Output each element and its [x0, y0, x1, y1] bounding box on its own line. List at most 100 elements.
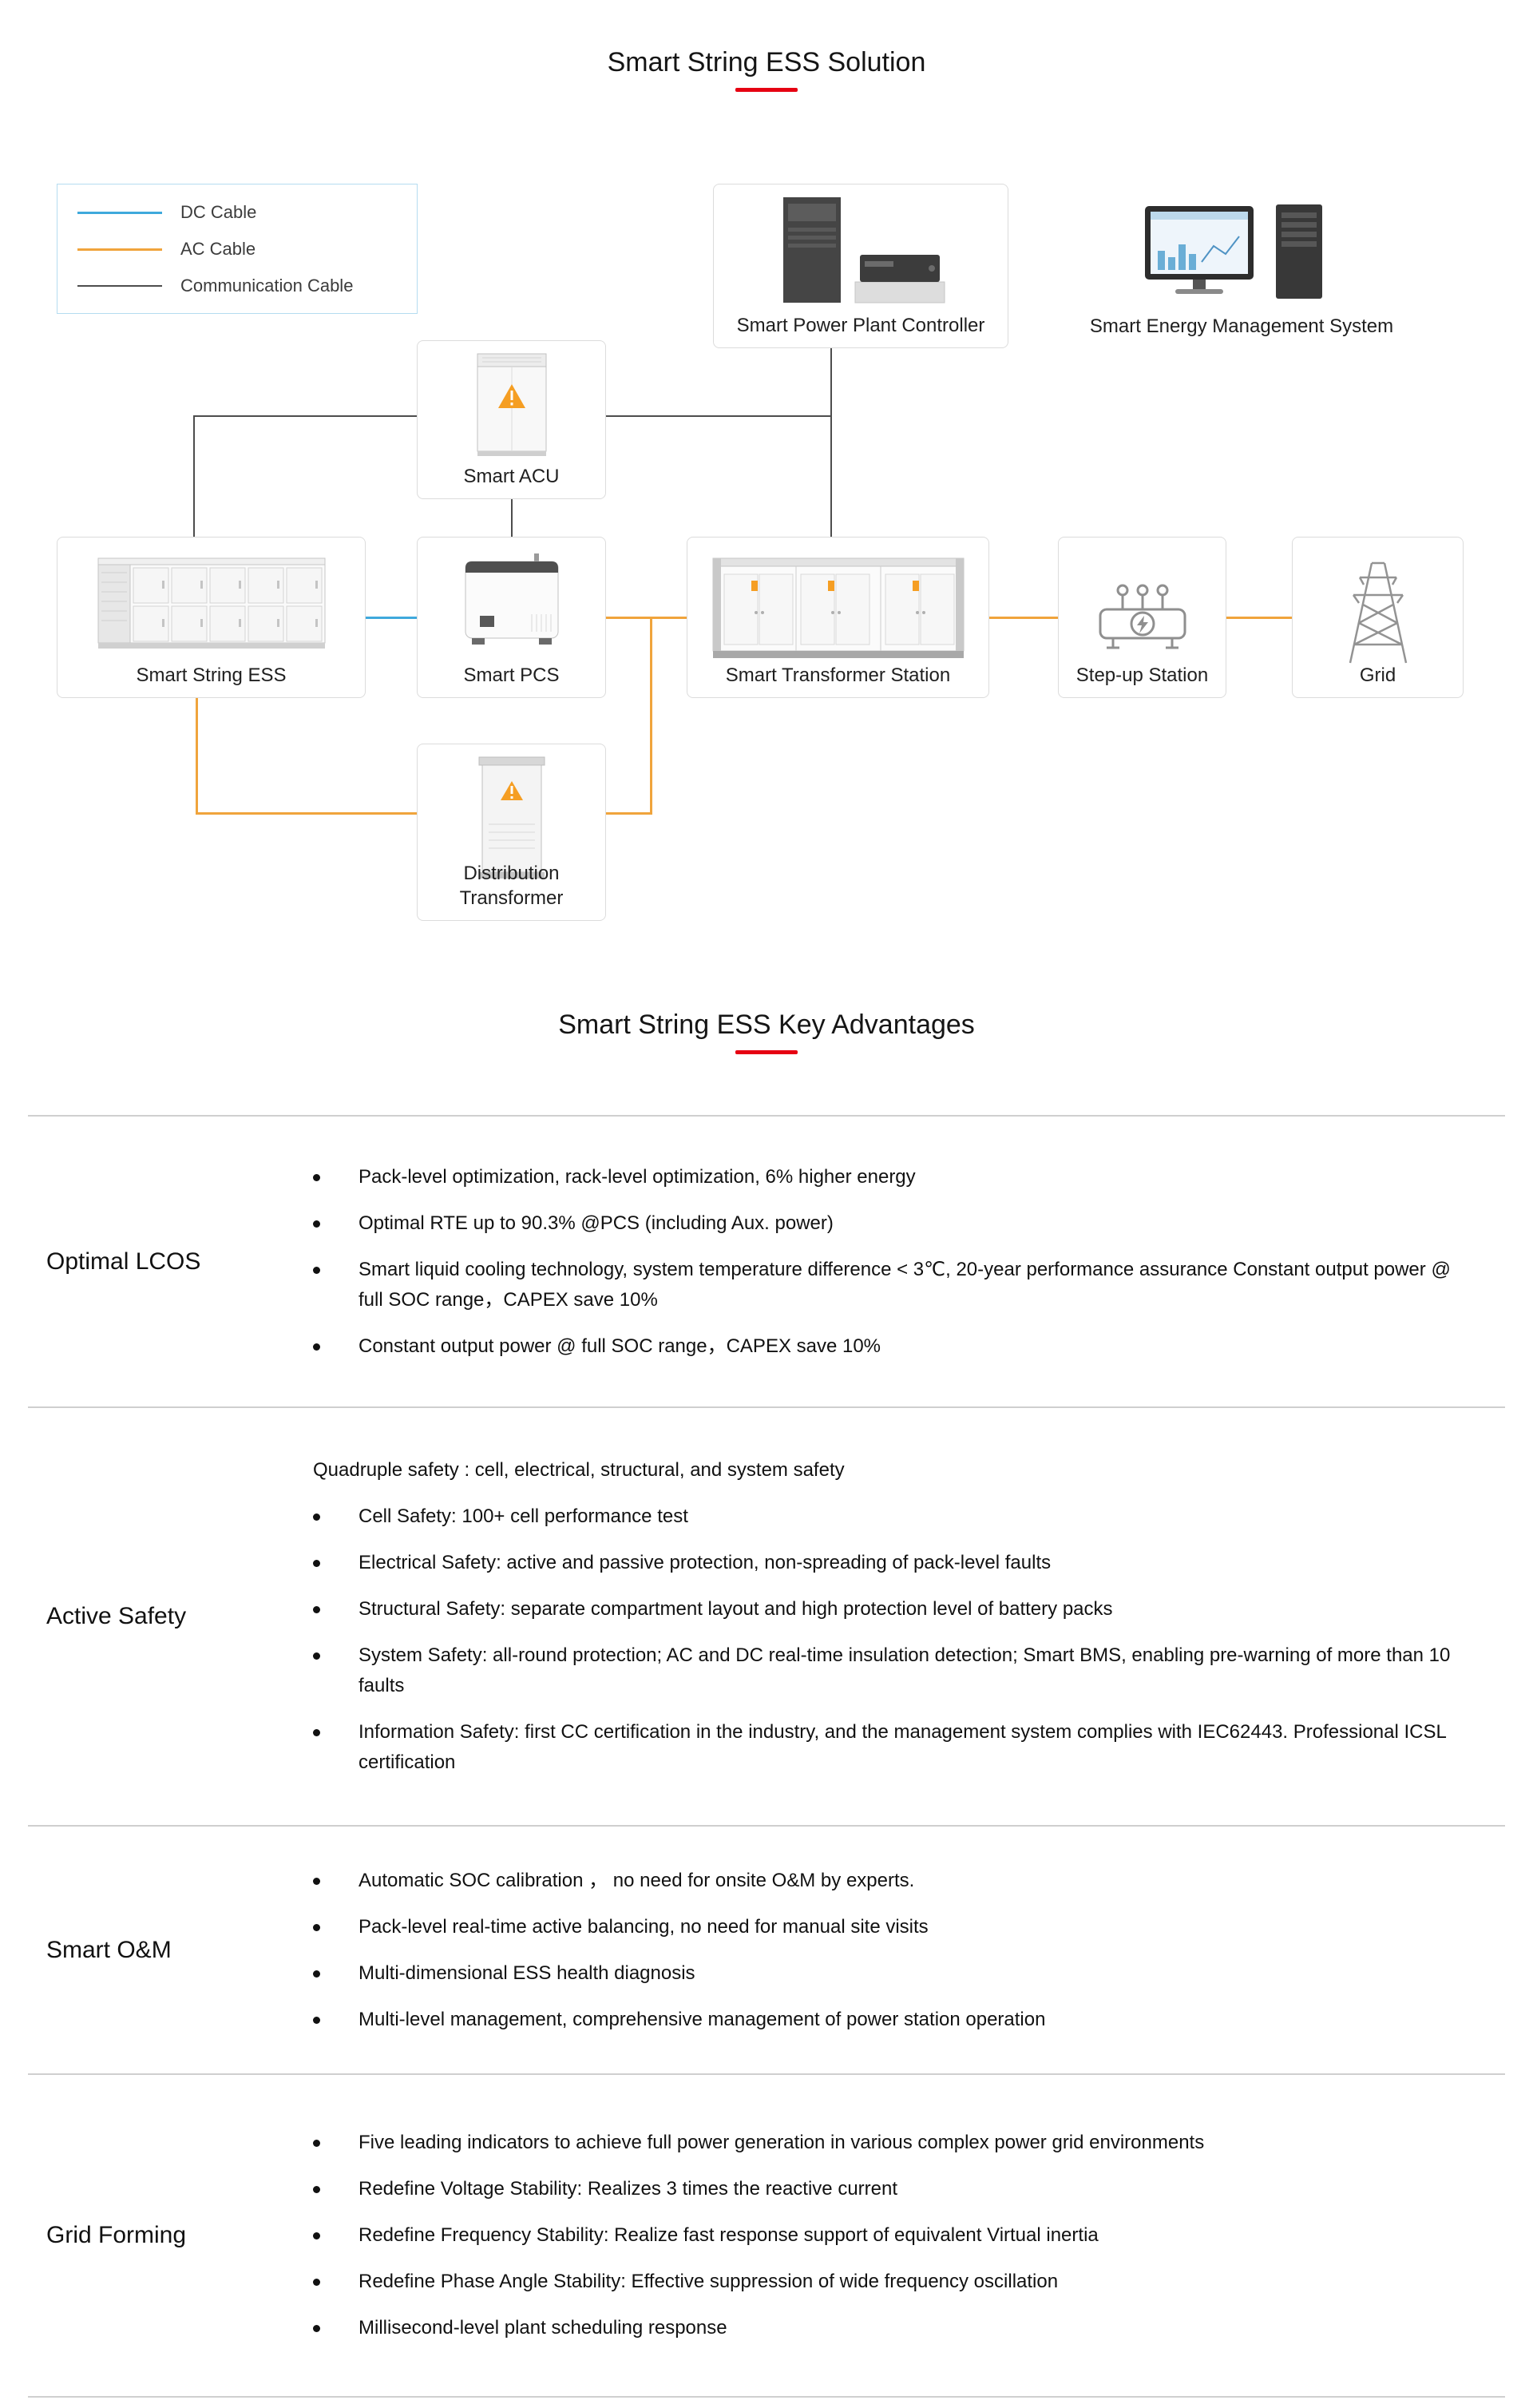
advantage-bullet: Optimal RTE up to 90.3% @PCS (including …	[299, 1208, 1461, 1239]
advantage-bullet: Multi-dimensional ESS health diagnosis	[299, 1958, 1461, 1989]
advantage-bullet: Information Safety: first CC certificati…	[299, 1717, 1461, 1778]
advantage-bullet: Redefine Voltage Stability: Realizes 3 t…	[299, 2174, 1461, 2204]
legend-item-dc-cable: DC Cable	[57, 194, 417, 231]
advantage-row-optimal-lcos: Optimal LCOS Pack-level optimization, ra…	[28, 1115, 1505, 1406]
comm-cable-line	[511, 499, 513, 538]
node-smart-acu: Smart ACU	[417, 340, 606, 499]
bullet-icon	[313, 2279, 320, 2286]
dc-cable-swatch	[77, 211, 162, 214]
distribution-transformer-illustration	[478, 756, 545, 879]
legend-label: DC Cable	[180, 202, 257, 222]
smart-transformer-station-illustration	[712, 557, 964, 658]
advantage-bullet: Automatic SOC calibration ， no need for …	[299, 1866, 1461, 1896]
node-smart-energy-management-system: Smart Energy Management System	[1073, 192, 1410, 348]
legend-label: AC Cable	[180, 239, 256, 259]
advantage-row-grid-forming: Grid Forming Five leading indicators to …	[28, 2073, 1505, 2396]
node-caption: Smart PCS	[463, 664, 560, 686]
ac-cable-line	[1226, 617, 1292, 619]
advantage-category-label: Optimal LCOS	[46, 1248, 201, 1275]
advantage-bullet: Electrical Safety: active and passive pr…	[299, 1548, 1461, 1578]
bullet-icon	[313, 1923, 320, 1931]
ac-cable-line	[196, 698, 198, 815]
ac-cable-line	[989, 617, 1058, 619]
warning-icon	[497, 384, 525, 408]
bullet-icon	[313, 1970, 320, 1978]
bullet-icon	[313, 2186, 320, 2193]
comm-cable-line	[193, 415, 417, 417]
bullet-icon	[313, 1606, 320, 1613]
smart-power-plant-controller-illustration	[783, 197, 945, 303]
ac-cable-line	[650, 617, 652, 815]
advantage-bullet: Structural Safety: separate compartment …	[299, 1594, 1461, 1625]
bullet-icon	[313, 1343, 320, 1351]
step-up-station-illustration	[1099, 584, 1186, 649]
bullet-icon	[313, 2016, 320, 2024]
advantage-intro: Quadruple safety : cell, electrical, str…	[313, 1459, 845, 1481]
node-caption: Smart String ESS	[136, 664, 287, 686]
advantage-bullet: System Safety: all-round protection; AC …	[299, 1640, 1461, 1701]
advantages-title: Smart String ESS Key Advantages	[558, 1010, 975, 1040]
bullet-icon	[313, 1652, 320, 1660]
advantage-category-label: Grid Forming	[46, 2222, 187, 2248]
ac-cable-line	[606, 617, 687, 619]
advantage-bullet: Redefine Phase Angle Stability: Effectiv…	[299, 2267, 1461, 2297]
bullet-icon	[313, 2232, 320, 2239]
bullet-icon	[313, 1220, 320, 1228]
bullet-icon	[313, 1173, 320, 1181]
bullet-icon	[313, 2140, 320, 2147]
warning-label-icon	[751, 581, 919, 591]
node-distribution-transformer: Distribution Transformer	[417, 744, 606, 921]
advantage-bullet: Smart liquid cooling technology, system …	[299, 1255, 1461, 1315]
ac-cable-line	[606, 812, 652, 815]
advantage-bullet: Pack-level real-time active balancing, n…	[299, 1912, 1461, 1942]
advantage-row-active-safety: Active Safety Quadruple safety : cell, e…	[28, 1406, 1505, 1825]
advantage-bullet: Pack-level optimization, rack-level opti…	[299, 1162, 1461, 1192]
comm-cable-line	[193, 415, 195, 538]
communication-cable-swatch	[77, 285, 162, 287]
advantage-bullet: Redefine Frequency Stability: Realize fa…	[299, 2220, 1461, 2251]
comm-cable-line	[606, 415, 832, 417]
smart-string-ess-illustration	[97, 557, 325, 649]
node-caption: Distribution Transformer	[459, 863, 564, 909]
node-smart-pcs: Smart PCS	[417, 537, 606, 698]
advantage-category-label: Active Safety	[46, 1603, 187, 1629]
node-step-up-station: Step-up Station	[1058, 537, 1226, 698]
advantage-row-smart-om: Smart O&M Automatic SOC calibration ， no…	[28, 1825, 1505, 2073]
legend-label: Communication Cable	[180, 276, 354, 296]
node-caption: Smart Transformer Station	[725, 664, 951, 686]
bullet-icon	[313, 1513, 320, 1521]
warning-icon	[500, 781, 523, 800]
bullet-icon	[313, 1877, 320, 1885]
grid-tower-illustration	[1349, 561, 1407, 664]
solution-title: Smart String ESS Solution	[607, 47, 926, 77]
comm-cable-line	[830, 348, 832, 538]
smart-acu-illustration	[477, 353, 546, 456]
node-caption: Step-up Station	[1075, 664, 1209, 686]
advantage-bullet: Constant output power @ full SOC range，C…	[299, 1331, 1461, 1362]
title-underline	[735, 88, 798, 92]
title-underline	[735, 1050, 798, 1054]
node-grid: Grid	[1292, 537, 1464, 698]
node-smart-string-ess: Smart String ESS	[57, 537, 366, 698]
dc-cable-line	[366, 617, 417, 619]
advantage-bullet: Cell Safety: 100+ cell performance test	[299, 1502, 1461, 1532]
cable-legend: DC Cable AC Cable Communication Cable	[57, 184, 418, 314]
node-smart-power-plant-controller: Smart Power Plant Controller	[713, 184, 1008, 348]
bullet-icon	[313, 1560, 320, 1567]
lightning-icon	[1136, 616, 1148, 633]
node-smart-transformer-station: Smart Transformer Station	[687, 537, 989, 698]
ac-cable-line	[196, 812, 417, 815]
advantages-table: Optimal LCOS Pack-level optimization, ra…	[28, 1115, 1505, 2398]
smart-energy-management-system-illustration	[1145, 204, 1322, 299]
bullet-icon	[313, 2325, 320, 2332]
node-caption: Smart Power Plant Controller	[736, 315, 985, 336]
advantage-category-label: Smart O&M	[46, 1936, 172, 1963]
node-caption: Smart Energy Management System	[1089, 315, 1394, 337]
advantage-bullet: Multi-level management, comprehensive ma…	[299, 2005, 1461, 2035]
bullet-icon	[313, 1729, 320, 1736]
node-caption: Smart ACU	[463, 466, 560, 487]
bullet-icon	[313, 1266, 320, 1274]
advantage-bullet: Millisecond-level plant scheduling respo…	[299, 2313, 1461, 2343]
legend-item-communication-cable: Communication Cable	[57, 268, 417, 304]
